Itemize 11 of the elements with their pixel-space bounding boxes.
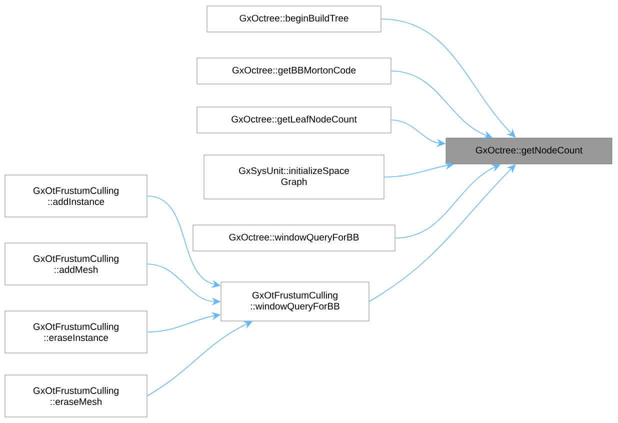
function-box: GxOctree::beginBuildTree <box>206 6 382 32</box>
function-box: GxOtFrustumCulling ::addMesh <box>4 242 148 286</box>
function-box: GxOctree::getBBMortonCode <box>196 58 392 84</box>
function-box: GxOtFrustumCulling ::eraseInstance <box>4 310 148 354</box>
function-box: GxOtFrustumCulling ::addInstance <box>4 174 148 218</box>
function-box: GxOtFrustumCulling ::eraseMesh <box>4 374 148 418</box>
function-box: GxSysUnit::initializeSpace Graph <box>204 154 384 200</box>
function-box: GxOctree::windowQueryForBB <box>192 224 396 252</box>
function-box: GxOctree::getLeafNodeCount <box>196 106 392 134</box>
function-box: GxOctree::getNodeCount <box>446 138 612 164</box>
function-box: GxOtFrustumCulling ::windowQueryForBB <box>220 282 370 322</box>
